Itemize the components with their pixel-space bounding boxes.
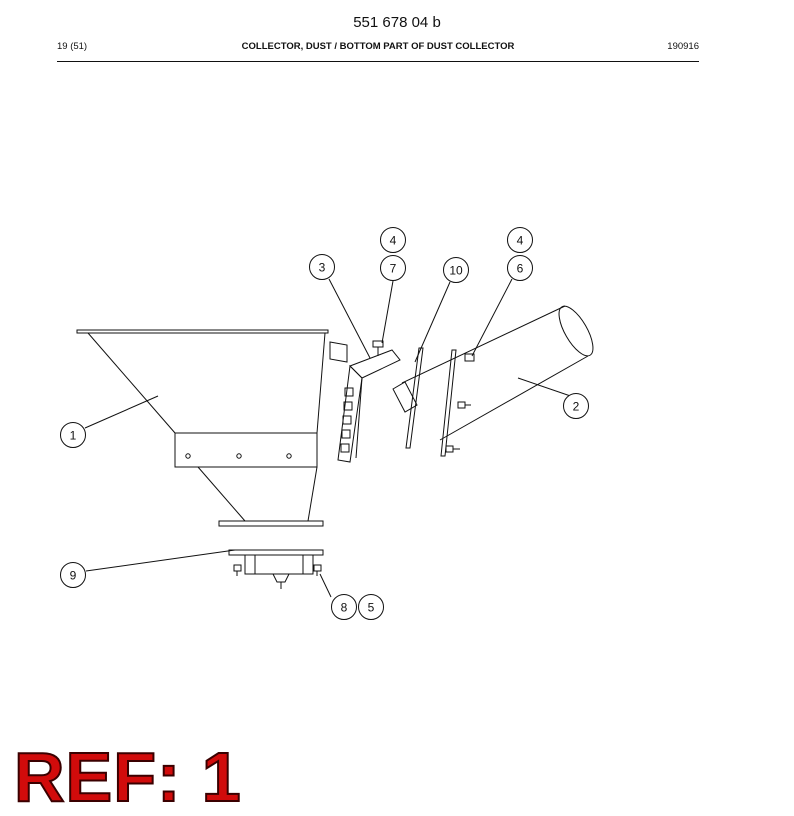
document-date: 190916 [667, 41, 699, 52]
manifold-part [337, 349, 401, 463]
callout-9-label: 9 [70, 569, 77, 583]
callout-7-label: 7 [390, 262, 397, 276]
callout-6: 6 [507, 255, 533, 281]
callout-10-label: 10 [449, 264, 463, 278]
callout-1-label: 1 [70, 429, 77, 443]
bottom-flange-part [228, 549, 324, 589]
callout-3-label: 3 [319, 261, 326, 275]
callout-4-left: 4 [380, 227, 406, 253]
tube-screw [445, 353, 475, 453]
flange-screws [233, 564, 322, 576]
callout-5: 5 [358, 594, 384, 620]
ref-stamp: REF: 1 [13, 738, 242, 816]
callout-6-label: 6 [517, 262, 524, 276]
manifold-screw [372, 340, 384, 356]
callout-4-right: 4 [507, 227, 533, 253]
page-title: COLLECTOR, DUST / BOTTOM PART OF DUST CO… [241, 41, 515, 52]
callout-3: 3 [309, 254, 335, 280]
callout-4-right-label: 4 [517, 234, 524, 248]
callout-8: 8 [331, 594, 357, 620]
callout-4-left-label: 4 [390, 234, 397, 248]
callout-9: 9 [60, 562, 86, 588]
document-number: 551 678 04 b [353, 14, 441, 31]
callout-2: 2 [563, 393, 589, 419]
callout-10: 10 [443, 257, 469, 283]
gasket-plate [405, 347, 424, 449]
leader-lines [84, 278, 589, 598]
callout-1: 1 [60, 422, 86, 448]
callout-7: 7 [380, 255, 406, 281]
page-reference: 19 (51) [57, 41, 88, 52]
header-divider [57, 61, 699, 62]
callout-8-label: 8 [341, 601, 348, 615]
hopper-part [76, 329, 348, 527]
tube-part [392, 305, 594, 457]
callout-5-label: 5 [368, 601, 375, 615]
callout-2-label: 2 [573, 400, 580, 414]
